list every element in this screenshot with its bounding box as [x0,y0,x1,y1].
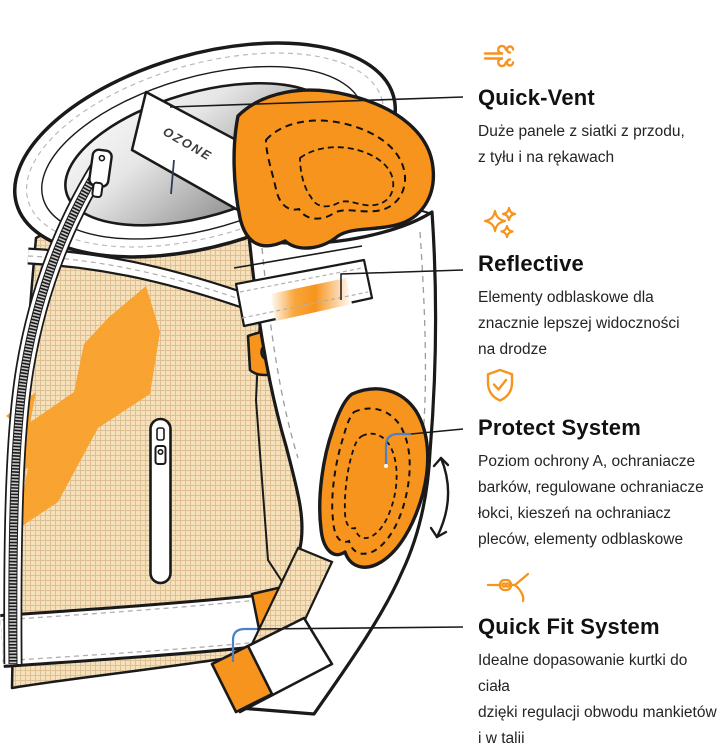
feature-description-line: znacznie lepszej widoczności [478,315,680,332]
feature-description-line: barków, regulowane ochraniacze [478,479,704,496]
cuff [210,616,334,714]
feature-description-line: i w talii [478,730,525,747]
chest-graphic [8,286,160,530]
shield-check-icon [486,368,514,402]
wind-icon [483,44,515,68]
feature-description-line: na drodze [478,341,547,358]
feature-protect-system: Protect System Poziom ochrony A, ochrani… [478,366,720,553]
sleeve-seam [261,247,299,459]
feature-description-line: Elementy odblaskowe dla [478,289,654,306]
cord-lock-icon [486,572,530,603]
feature-description-line: pleców, elementy odblaskowe [478,531,684,548]
feature-description: Idealne dopasowanie kurtki do ciała dzię… [478,648,720,752]
zipper-cord [170,159,175,195]
feature-description: Poziom ochrony A, ochraniacze barków, re… [478,449,720,553]
infographic: OZONE [0,36,720,747]
feature-description: Elementy odblaskowe dla znacznie lepszej… [478,285,720,363]
feature-description-line: z tyłu i na rękawach [478,149,615,166]
feature-description-line: Duże panele z siatki z przodu, [478,123,685,140]
feature-reflective: Reflective Elementy odblaskowe dla znacz… [478,202,720,363]
main-zipper [3,148,113,665]
feature-title: Quick-Vent [478,85,595,110]
feature-title: Protect System [478,415,641,440]
feature-description-line: łokci, kieszeń na ochraniacz [478,505,671,522]
zipper-pull [88,148,113,199]
feature-title: Reflective [478,251,584,276]
feature-title: Quick Fit System [478,614,660,639]
hem-band [0,594,261,668]
feature-description-line: dzięki regulacji obwodu mankietów [478,704,717,721]
feature-quick-vent: Quick-Vent Duże panele z siatki z przodu… [478,36,720,171]
feature-quick-fit-system: Quick Fit System Idealne dopasowanie kur… [478,565,720,752]
feature-description: Duże panele z siatki z przodu, z tyłu i … [478,119,720,171]
feature-description-line: Poziom ochrony A, ochraniacze [478,453,696,470]
pocket-zipper [149,417,172,585]
shoulder-protector [232,88,436,250]
sparkles-icon [483,206,517,239]
feature-description-line: Idealne dopasowanie kurtki do ciała [478,652,688,695]
jacket-illustration: OZONE [0,41,438,716]
